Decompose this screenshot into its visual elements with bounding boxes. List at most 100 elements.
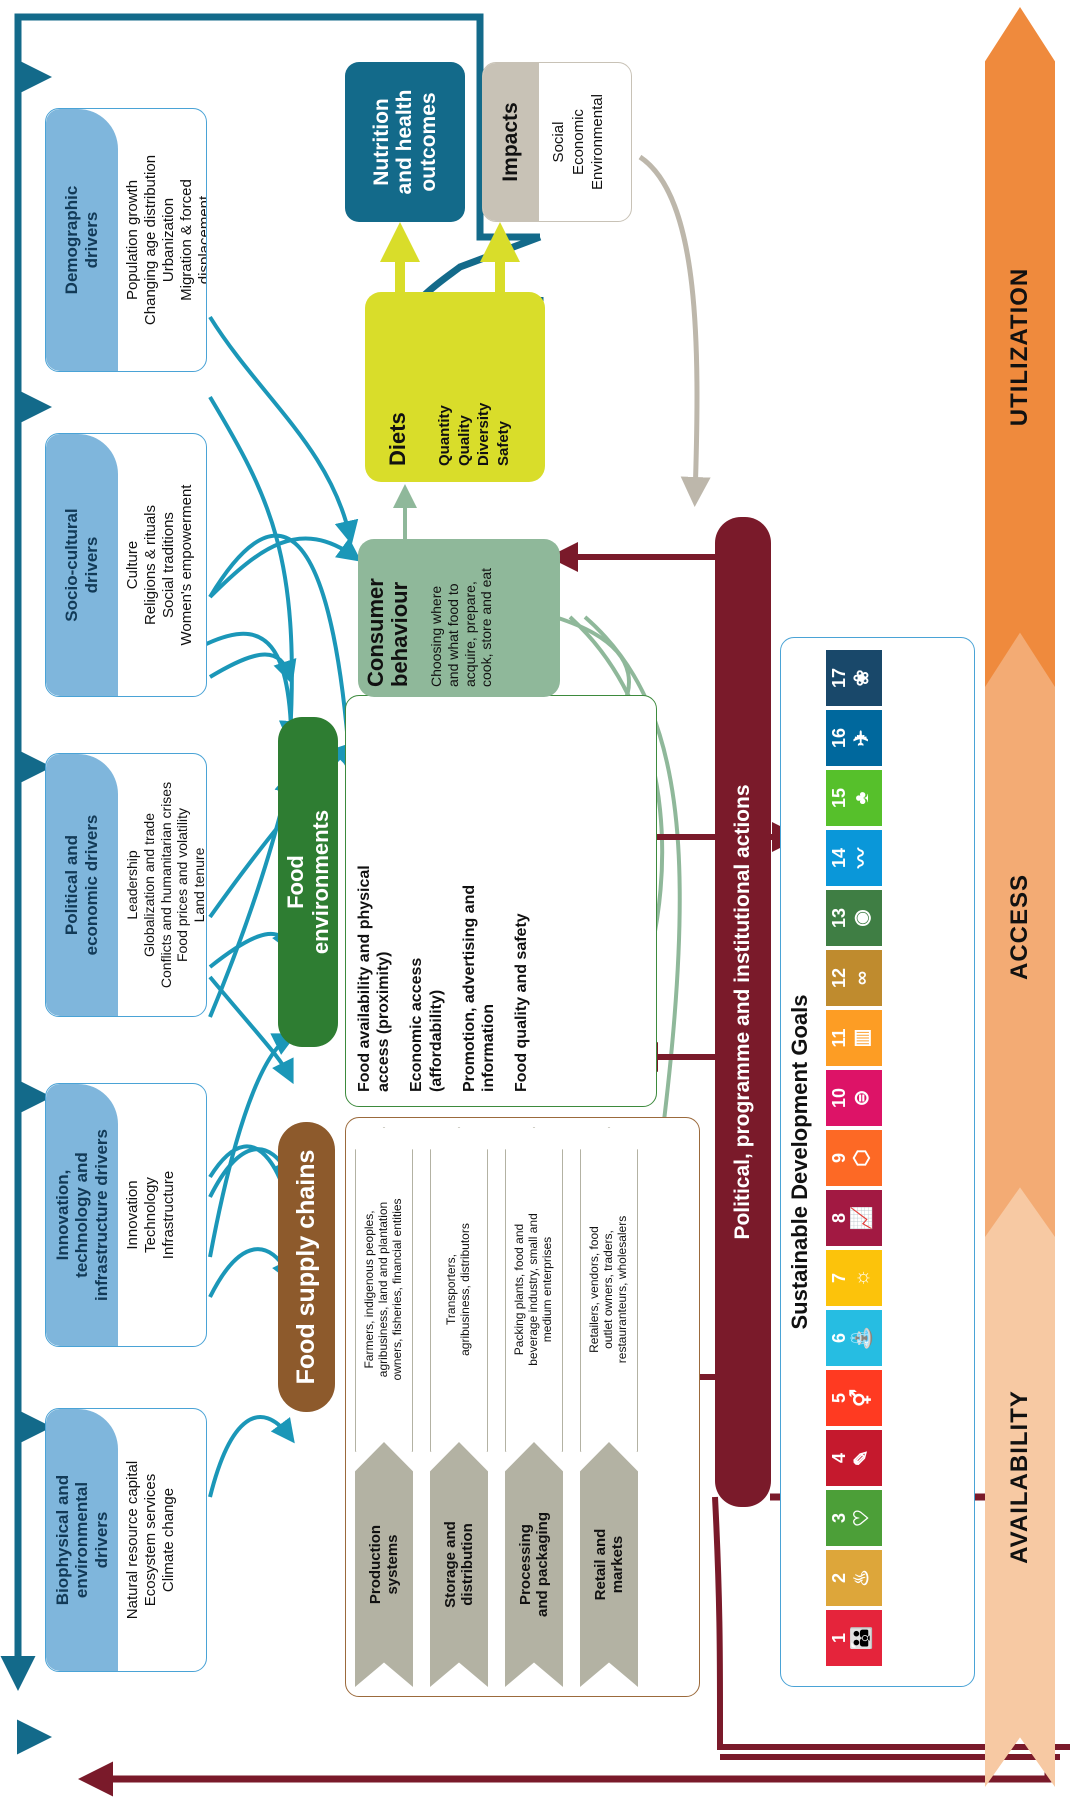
diet-item: Quantity — [436, 405, 453, 466]
driver-innovation: Innovation, technology and infrastructur… — [45, 1083, 207, 1347]
family-icon: 👪 — [851, 1625, 873, 1651]
sdg-number: 11 — [829, 1028, 849, 1048]
driver-item: Land tenure — [191, 847, 207, 923]
impact-policy-arrow — [638, 154, 711, 507]
sdg-tile-7: 7☼ — [826, 1250, 882, 1306]
actor-line: Transporters, — [444, 1254, 459, 1325]
driver-items: Leadership Globalization and trade Confl… — [124, 754, 207, 1016]
sdg-tile-11: 11▥ — [826, 1010, 882, 1066]
growth-chart-icon: 📈 — [851, 1205, 873, 1231]
sdg-tile-2: 2♨ — [826, 1550, 882, 1606]
nutrition-line: Nutrition — [370, 98, 394, 186]
driver-item: Ecosystem services — [142, 1473, 159, 1607]
sdg-tile-1: 1👪 — [826, 1610, 882, 1666]
equality-icon: ⊜ — [851, 1089, 873, 1107]
nutrition-health-outcomes-box: Nutrition and health outcomes — [345, 62, 465, 222]
fish-icon: 〰 — [851, 848, 873, 868]
driver-item: Urbanization — [160, 197, 177, 283]
title-line: Consumer — [363, 578, 388, 687]
sdg-number: 4 — [829, 1453, 849, 1464]
sdg-tile-8: 8📈 — [826, 1190, 882, 1246]
stage-storage-distribution: Storage and distribution — [430, 1442, 488, 1687]
food-supply-chains-label: Food supply chains — [278, 1122, 335, 1412]
sdg-number: 5 — [829, 1393, 849, 1404]
actor-line: Farmers, indigenous peoples, — [362, 1210, 377, 1369]
fe-line: (affordability) — [427, 989, 445, 1092]
driver-item: Leadership — [124, 850, 140, 920]
book-icon: ✎ — [851, 1449, 873, 1467]
desc-line: Choosing where — [428, 585, 444, 687]
driver-item: displacement — [196, 195, 207, 285]
driver-items: Innovation Technology Infrastructure — [124, 1084, 178, 1346]
driver-item: Natural resource capital — [124, 1460, 141, 1620]
sdg-number: 15 — [829, 787, 849, 809]
sdg-tile-10: 10⊜ — [826, 1070, 882, 1126]
diet-item: Safety — [494, 420, 512, 466]
driver-item: Conflicts and humanitarian crises — [157, 781, 174, 989]
rings-icon: ❀ — [851, 669, 873, 687]
band-availability: AVAILABILITY — [985, 1167, 1055, 1787]
diets-box: Diets Quantity Quality Diversity Safety — [365, 292, 545, 482]
fe-line: information — [479, 1004, 497, 1092]
actor-line: restauranteurs, wholesalers — [614, 1215, 629, 1364]
sdg-tile-15: 15♣ — [826, 770, 882, 826]
driver-socio-cultural: Socio-cultural drivers Culture Religions… — [45, 433, 207, 697]
fe-line: Economic access — [408, 957, 426, 1092]
title-line: environments — [308, 809, 333, 955]
sun-icon: ☼ — [851, 1268, 873, 1288]
sdg-tile-6: 6⛲ — [826, 1310, 882, 1366]
actor-line: agribusiness, distributors — [458, 1223, 472, 1356]
desc-line: acquire, prepare, — [461, 581, 478, 687]
diet-item: Diversity — [475, 402, 492, 466]
driver-title: Innovation, technology and infrastructur… — [46, 1084, 118, 1346]
driver-item: Infrastructure — [160, 1170, 177, 1260]
driver-item: Culture — [124, 540, 141, 590]
driver-item: Population growth — [124, 179, 141, 301]
diets-title: Diets — [385, 412, 410, 466]
driver-items: Culture Religions & rituals Social tradi… — [124, 434, 196, 696]
fe-item-economic-access: Economic access(affordability) — [407, 702, 445, 1092]
diets-items: Quantity Quality Diversity Safety — [435, 403, 513, 466]
consumer-behaviour-title: Consumer behaviour — [363, 578, 412, 687]
political-programme-institutional-actions-bar: Political, programme and institutional a… — [715, 517, 771, 1507]
fe-item-quality-safety: Food quality and safety — [512, 702, 531, 1092]
desc-line: and what food to — [444, 583, 461, 687]
fe-line: Promotion, advertising and — [460, 884, 478, 1092]
infinity-icon: ∞ — [851, 970, 873, 986]
actor-line: agribusiness, land and plantation — [376, 1201, 391, 1378]
driver-item: Women's empowerment — [178, 484, 195, 646]
fe-line: Food quality and safety — [513, 913, 531, 1092]
impacts-items: Social Economic Environmental — [549, 63, 608, 221]
eye-globe-icon: ◉ — [851, 909, 873, 927]
driver-item: Innovation — [124, 1180, 141, 1250]
sdg-number: 12 — [829, 967, 849, 989]
actor-line: medium enterprises — [539, 1236, 554, 1343]
sdg-number: 9 — [829, 1153, 849, 1164]
sdg-number: 17 — [829, 667, 849, 689]
band-utilization: UTILIZATION — [985, 7, 1055, 687]
sdg-tile-17: 17❀ — [826, 650, 882, 706]
gender-icon: ⚥ — [851, 1388, 873, 1408]
sdg-number: 2 — [829, 1573, 849, 1584]
cubes-icon: ⬡ — [851, 1149, 873, 1167]
bowl-icon: ♨ — [851, 1569, 873, 1587]
stage-production-systems: Production systems — [355, 1442, 413, 1687]
title-line: Food — [282, 855, 308, 909]
sdg-tile-14: 14〰 — [826, 830, 882, 886]
stage-processing-packaging: Processing and packaging — [505, 1442, 563, 1687]
consumer-behaviour-box: Consumer behaviour Choosing where and wh… — [358, 539, 560, 697]
driver-items: Population growth Changing age distribut… — [124, 109, 207, 371]
driver-item: Globalization and trade — [140, 813, 157, 957]
impacts-box: Impacts Social Economic Environmental — [482, 62, 632, 222]
driver-item: Religions & rituals — [142, 504, 159, 626]
sdg-tile-4: 4✎ — [826, 1430, 882, 1486]
diet-item: Quality — [455, 415, 473, 466]
driver-item: Technology — [142, 1177, 159, 1253]
